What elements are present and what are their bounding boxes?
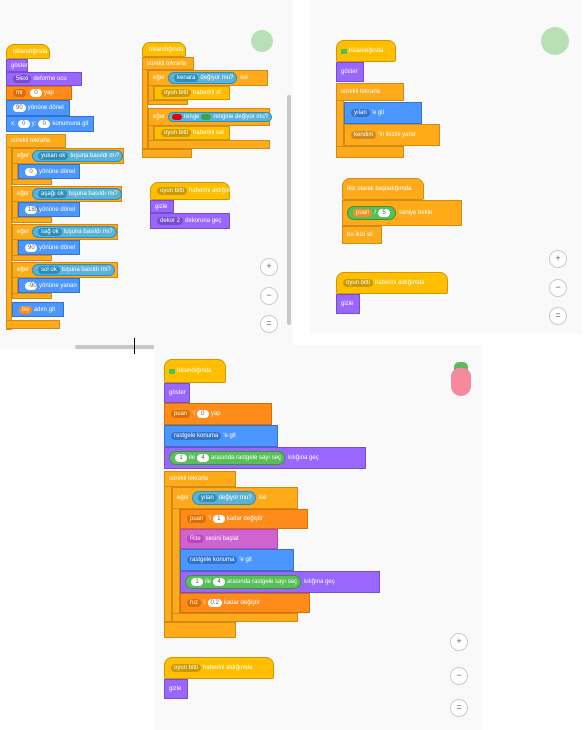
zoom-reset-button-2[interactable]: = bbox=[549, 307, 567, 325]
hide-block-3[interactable]: gizle bbox=[164, 679, 188, 699]
show-block-2[interactable]: göster bbox=[336, 62, 364, 82]
zoom-reset-button-3[interactable]: = bbox=[450, 699, 468, 717]
goto-random-block-2[interactable]: rastgele konuma'e git bbox=[180, 549, 294, 571]
when-flag-block-4[interactable]: tıklandığında bbox=[164, 359, 226, 383]
delete-clone-block[interactable]: bu ikizi sil bbox=[342, 226, 382, 244]
hide-block-2[interactable]: gizle bbox=[336, 294, 360, 314]
when-clone-start-block[interactable]: ikiz olarak başladığımda bbox=[342, 178, 424, 200]
zoom-in-button-2[interactable]: + bbox=[549, 250, 567, 268]
green-flag-icon-4 bbox=[169, 368, 175, 374]
forever-end-4 bbox=[164, 622, 236, 638]
forever-block-3[interactable]: sürekli tekrarla bbox=[336, 83, 404, 101]
forever-block[interactable]: sürekli tekrarla bbox=[6, 134, 66, 148]
zoom-in-button[interactable]: + bbox=[260, 258, 278, 276]
when-flag-block-2[interactable]: tıklandığında bbox=[142, 42, 186, 57]
forever-block-4[interactable]: sürekli tekrarla bbox=[164, 471, 236, 487]
color-swatch-red[interactable] bbox=[172, 114, 183, 120]
horizontal-scrollbar[interactable] bbox=[75, 345, 225, 349]
strawberry-icon bbox=[451, 362, 471, 396]
zoom-in-button-3[interactable]: + bbox=[450, 633, 468, 651]
cursor bbox=[134, 338, 135, 354]
when-flag-block[interactable]: tıklandığında bbox=[6, 44, 50, 59]
forever-arm bbox=[6, 147, 12, 330]
create-clone-block[interactable]: kendim'in ikizini yarat bbox=[344, 124, 440, 146]
show-block[interactable]: göster bbox=[6, 59, 28, 72]
zoom-out-button[interactable]: − bbox=[260, 287, 278, 305]
zoom-reset-button[interactable]: = bbox=[260, 315, 278, 333]
sprite-thumbnail bbox=[251, 30, 273, 52]
code-area-tail[interactable]: tıklandığında göster sürekli tekrarla yı… bbox=[310, 0, 582, 334]
hide-block[interactable]: gizle bbox=[150, 200, 174, 213]
goto-random-block[interactable]: rastgele konuma'e git bbox=[164, 425, 278, 447]
show-block-3[interactable]: göster bbox=[164, 383, 190, 403]
vertical-scrollbar[interactable] bbox=[287, 95, 291, 325]
green-flag-icon-3 bbox=[341, 48, 347, 54]
sprite-thumbnail-2 bbox=[541, 27, 569, 55]
forever-block-2[interactable]: sürekli tekrarla bbox=[142, 57, 194, 70]
when-flag-block-3[interactable]: tıklandığında bbox=[336, 40, 396, 62]
zoom-out-button-2[interactable]: − bbox=[549, 279, 567, 297]
zoom-out-button-3[interactable]: − bbox=[450, 667, 468, 685]
goto-snake-block[interactable]: yılan'e git bbox=[344, 102, 422, 124]
color-swatch-green[interactable] bbox=[201, 114, 212, 120]
forever-end bbox=[6, 320, 60, 329]
